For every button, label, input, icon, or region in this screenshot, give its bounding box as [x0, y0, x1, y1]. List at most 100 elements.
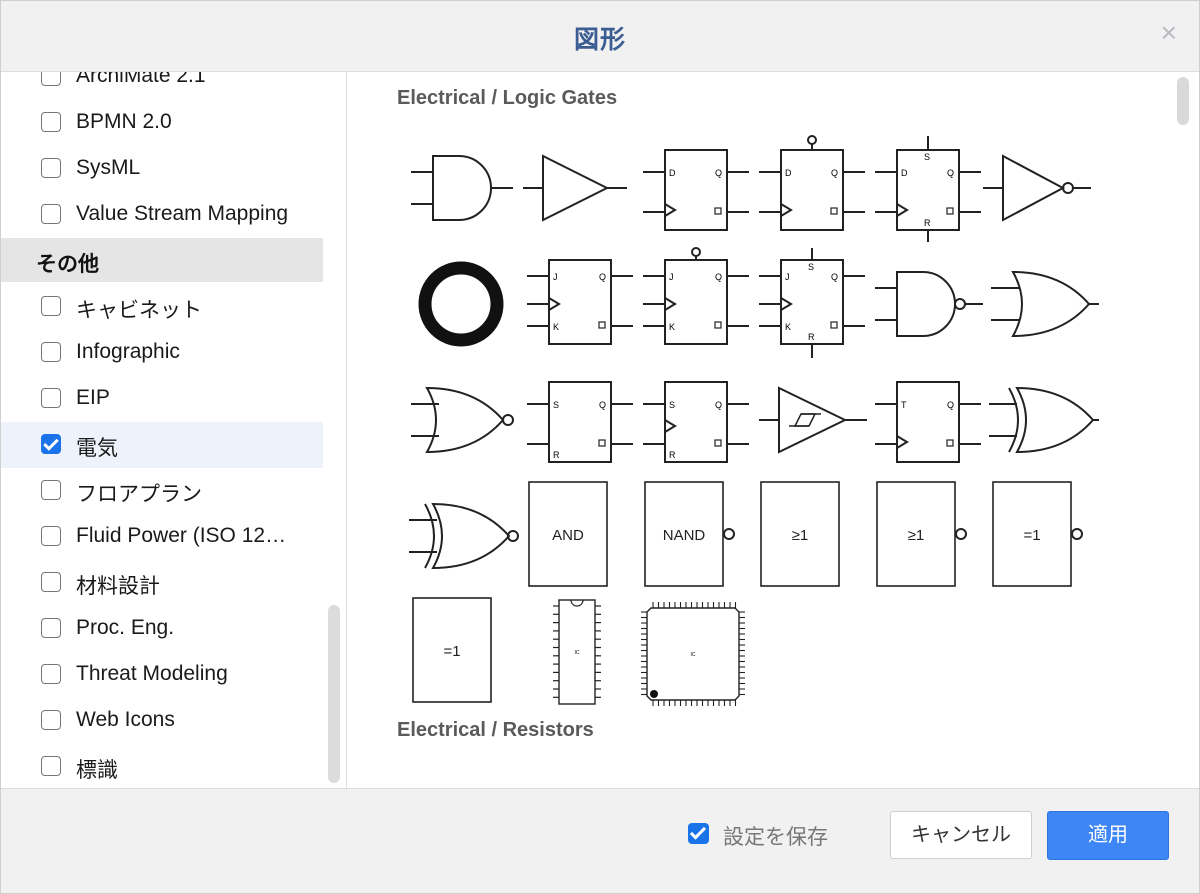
shape-and-gate[interactable]	[403, 130, 519, 246]
sidebar-item[interactable]: SysML	[1, 146, 323, 192]
shape-and-box-icon: AND	[528, 481, 608, 587]
library-checkbox[interactable]	[41, 388, 61, 408]
sidebar-scrollbar[interactable]	[328, 605, 340, 783]
shape-buffer[interactable]	[519, 130, 635, 246]
shape-xnor-box[interactable]: =1	[983, 478, 1099, 594]
shape-xor-box[interactable]: =1	[403, 594, 519, 710]
shape-nand-gate[interactable]	[867, 246, 983, 362]
library-label[interactable]: EIP	[76, 386, 110, 409]
sidebar-item[interactable]: 標識	[1, 744, 323, 788]
shape-xor-gate[interactable]	[983, 362, 1099, 478]
shape-or-gate[interactable]	[983, 246, 1099, 362]
shape-nand-gate-icon	[875, 271, 983, 337]
apply-button[interactable]: 適用	[1047, 811, 1169, 860]
library-label[interactable]: ArchiMate 2.1	[76, 72, 206, 87]
shape-schmitt-buffer[interactable]	[751, 362, 867, 478]
library-checkbox[interactable]	[41, 618, 61, 638]
library-checkbox[interactable]	[41, 710, 61, 730]
dialog-title: 図形	[573, 26, 626, 54]
library-label[interactable]: 電気	[76, 437, 118, 460]
svg-text:K: K	[785, 322, 791, 332]
svg-text:R: R	[924, 218, 931, 228]
svg-text:S: S	[669, 400, 675, 410]
svg-text:S: S	[553, 400, 559, 410]
sidebar-item[interactable]: Threat Modeling	[1, 652, 323, 698]
svg-text:D: D	[901, 168, 908, 178]
cancel-button[interactable]: キャンセル	[890, 811, 1032, 859]
library-checkbox[interactable]	[41, 572, 61, 592]
library-label[interactable]: Threat Modeling	[76, 662, 228, 685]
sidebar-item[interactable]: EIP	[1, 376, 323, 422]
sidebar-item[interactable]: キャビネット	[1, 284, 323, 330]
shape-ring[interactable]	[403, 246, 519, 362]
shape-inverter-icon	[983, 154, 1091, 222]
library-checkbox[interactable]	[41, 112, 61, 132]
sidebar-item[interactable]: 材料設計	[1, 560, 323, 606]
shape-and-box[interactable]: AND	[519, 478, 635, 594]
shape-and-gate-icon	[411, 155, 513, 221]
sidebar-item[interactable]: 電気	[1, 422, 323, 468]
library-checkbox[interactable]	[41, 434, 61, 454]
shape-inverter[interactable]	[983, 130, 1099, 246]
sidebar-item[interactable]: ArchiMate 2.1	[1, 72, 323, 100]
shape-jk-flip-flop-icon: J K Q	[527, 259, 633, 345]
shape-xnor-box-icon: =1	[992, 481, 1083, 587]
shape-or-box[interactable]: ≥1	[751, 478, 867, 594]
content-scrollbar[interactable]	[1177, 77, 1189, 125]
shape-nor-box[interactable]: ≥1	[867, 478, 983, 594]
library-label[interactable]: フロアプラン	[76, 483, 202, 506]
library-label[interactable]: Infographic	[76, 340, 180, 363]
svg-text:≥1: ≥1	[792, 527, 809, 544]
svg-text:Q: Q	[715, 400, 722, 410]
library-label[interactable]: キャビネット	[76, 299, 202, 322]
library-checkbox[interactable]	[41, 158, 61, 178]
shape-plcc-ic[interactable]: IC	[635, 594, 751, 710]
library-label[interactable]: Value Stream Mapping	[76, 202, 289, 225]
library-label[interactable]: SysML	[76, 156, 141, 179]
library-label[interactable]: Fluid Power (ISO 12…	[76, 524, 287, 547]
save-settings-label[interactable]: 設定を保存	[723, 826, 828, 849]
svg-text:K: K	[553, 322, 559, 332]
library-label[interactable]: Web Icons	[76, 708, 175, 731]
library-checkbox[interactable]	[41, 480, 61, 500]
shape-xnor-gate[interactable]	[403, 478, 519, 594]
sidebar-item[interactable]: Web Icons	[1, 698, 323, 744]
sidebar-item[interactable]: Value Stream Mapping	[1, 192, 323, 238]
library-label[interactable]: BPMN 2.0	[76, 110, 172, 133]
library-checkbox[interactable]	[41, 72, 61, 86]
library-checkbox[interactable]	[41, 664, 61, 684]
svg-text:Q: Q	[599, 272, 606, 282]
library-checkbox[interactable]	[41, 296, 61, 316]
sidebar-item[interactable]: Proc. Eng.	[1, 606, 323, 652]
shape-nand-box[interactable]: NAND	[635, 478, 751, 594]
sidebar-item[interactable]: Infographic	[1, 330, 323, 376]
library-checkbox[interactable]	[41, 526, 61, 546]
svg-text:J: J	[553, 272, 558, 282]
library-checkbox[interactable]	[41, 756, 61, 776]
library-label[interactable]: 材料設計	[76, 575, 160, 598]
library-checkbox[interactable]	[41, 204, 61, 224]
library-label[interactable]: 標識	[76, 759, 118, 782]
library-label[interactable]: Proc. Eng.	[76, 616, 175, 639]
shape-dip-ic[interactable]: IC	[519, 594, 635, 710]
sidebar-item[interactable]: BPMN 2.0	[1, 100, 323, 146]
dialog-titlebar: 図形 ×	[1, 1, 1199, 72]
close-icon[interactable]: ×	[1160, 17, 1177, 48]
shape-jk-flip-flop[interactable]: J K Q	[519, 246, 635, 362]
sidebar-item[interactable]: フロアプラン	[1, 468, 323, 514]
library-checkbox[interactable]	[41, 342, 61, 362]
sidebar-item[interactable]: Fluid Power (ISO 12…	[1, 514, 323, 560]
shape-nor-gate[interactable]	[403, 362, 519, 478]
save-settings-checkbox[interactable]	[688, 823, 709, 844]
